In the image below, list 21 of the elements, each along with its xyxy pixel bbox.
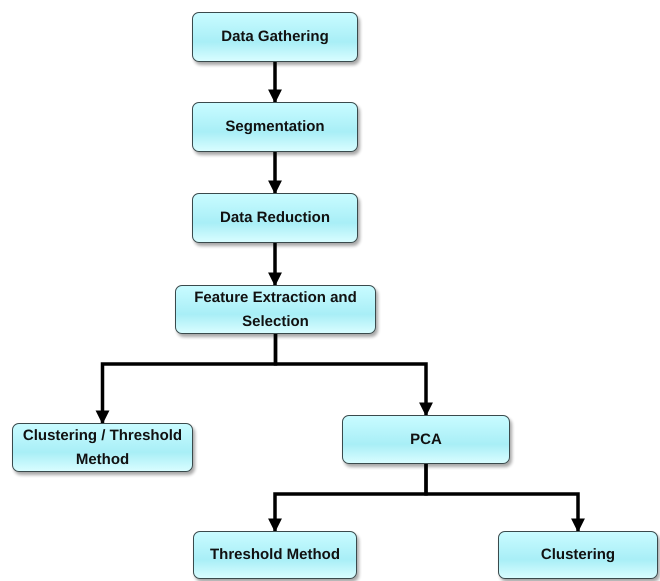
process-box — [12, 423, 193, 472]
arrow — [268, 62, 282, 104]
box-label: Clustering — [540, 545, 616, 565]
box-label: Data Reduction — [220, 208, 330, 228]
process-box — [342, 415, 510, 464]
process-box — [498, 531, 658, 579]
box-label: PCA — [410, 430, 442, 450]
arrow — [268, 152, 282, 194]
box-label: Data Gathering — [221, 27, 329, 47]
process-box — [192, 12, 358, 62]
process-box — [175, 285, 376, 334]
arrow — [268, 243, 282, 286]
process-box — [193, 531, 357, 579]
box-label: Clustering / Threshold Method — [22, 426, 184, 470]
box-label: Segmentation — [225, 117, 325, 137]
box-label: Threshold Method — [210, 545, 340, 565]
arrow — [424, 464, 585, 532]
box-label: Feature Extraction and Selection — [193, 288, 358, 332]
process-box — [192, 193, 358, 243]
arrow — [274, 334, 433, 416]
process-box — [192, 102, 358, 152]
